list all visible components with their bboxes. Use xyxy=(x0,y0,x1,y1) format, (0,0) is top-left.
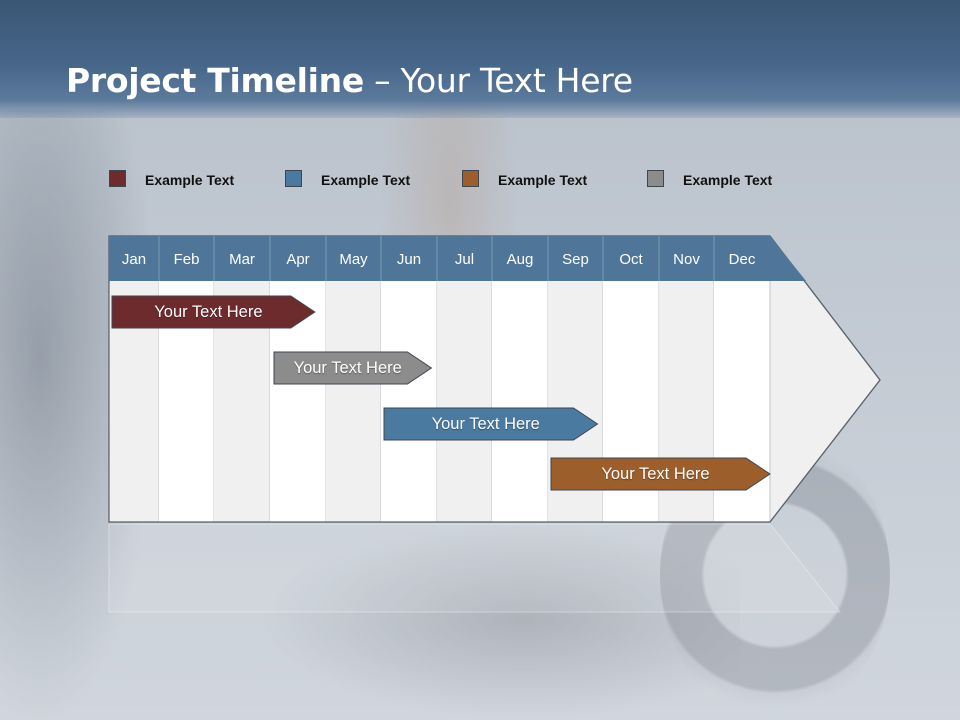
month-label: Jan xyxy=(121,251,147,268)
title-band xyxy=(0,0,960,118)
month-label: Sep xyxy=(562,251,589,268)
legend-label: Example Text xyxy=(683,172,773,188)
month-label: Jul xyxy=(454,251,475,268)
legend-label: Example Text xyxy=(145,172,235,188)
page-title: Project Timeline – Your Text Here xyxy=(66,58,633,104)
task-arrow xyxy=(111,295,316,329)
reflection-shape xyxy=(108,523,842,613)
month-column xyxy=(326,281,381,522)
legend-swatch xyxy=(109,170,126,187)
task-arrow xyxy=(383,407,599,441)
legend-swatch xyxy=(285,170,302,187)
task-label: Your Text Here xyxy=(601,465,710,483)
page-title-rest: – Your Text Here xyxy=(363,61,633,100)
legend-swatch xyxy=(462,170,479,187)
page-title-bold: Project Timeline xyxy=(66,61,364,100)
task-arrow xyxy=(550,457,771,491)
month-column xyxy=(492,281,548,522)
task-label: Your Text Here xyxy=(431,415,540,433)
month-label: Jun xyxy=(396,251,422,268)
task-label: Your Text Here xyxy=(293,359,402,377)
month-label: Dec xyxy=(728,251,756,268)
task-label: Your Text Here xyxy=(154,303,263,321)
month-column xyxy=(381,281,437,522)
legend-label: Example Text xyxy=(321,172,411,188)
timeline-reflection xyxy=(108,523,842,613)
month-column xyxy=(437,281,492,522)
timeline-tasks xyxy=(111,295,771,491)
month-label: Mar xyxy=(229,251,255,268)
background-figure-lower xyxy=(260,520,740,720)
month-label: Nov xyxy=(673,251,700,268)
legend-label: Example Text xyxy=(498,172,588,188)
month-header-band xyxy=(109,236,806,281)
month-label: May xyxy=(339,251,368,268)
task-arrow xyxy=(273,351,433,385)
legend-swatch xyxy=(647,170,664,187)
month-label: Apr xyxy=(286,251,310,268)
month-label: Feb xyxy=(173,251,200,268)
month-label: Aug xyxy=(506,251,534,268)
month-label: Oct xyxy=(619,251,643,268)
timeline-month-header xyxy=(109,236,806,281)
